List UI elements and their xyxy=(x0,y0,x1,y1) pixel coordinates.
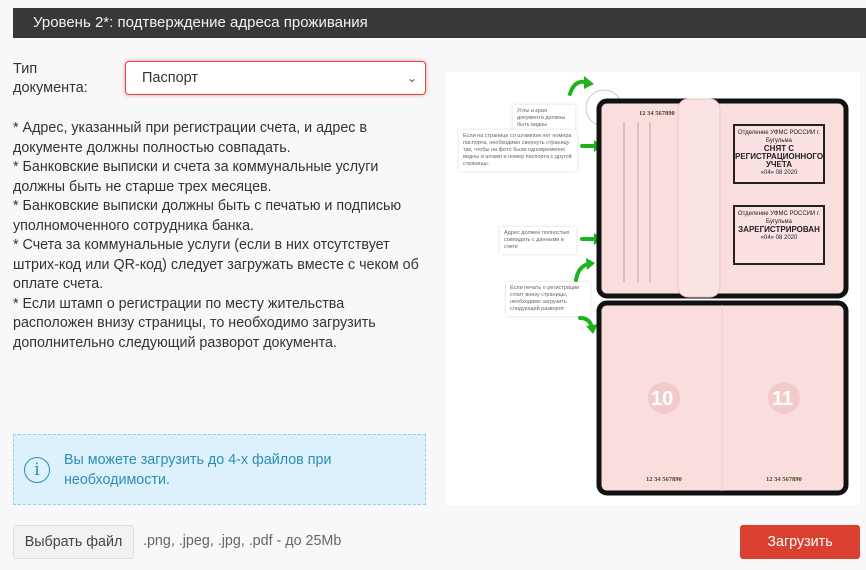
arrows-icon xyxy=(568,76,849,496)
stamp-date: «04» 08 2020 xyxy=(760,170,798,176)
note: * Счета за коммунальные услуги (если в н… xyxy=(13,237,419,292)
note: * Адрес, указанный при регистрации счета… xyxy=(13,120,368,156)
stamp-deregistered: Отделение УФМС РОССИИ г. Бугульма СНЯТ С… xyxy=(733,124,825,184)
stamp-office: Отделение УФМС РОССИИ г. Бугульма xyxy=(737,130,821,144)
page-number: 11 xyxy=(772,388,794,410)
info-icon: i xyxy=(24,456,50,483)
callout: Если на странице со штампом нет номера п… xyxy=(459,130,577,171)
callout: Адрес должен полностью совпадать с данны… xyxy=(500,227,576,254)
passport-example-illustration: Углы и края документа должны быть видны … xyxy=(446,72,860,505)
passport-number: 12 34 567890 xyxy=(646,476,682,483)
page-number: 10 xyxy=(651,388,674,410)
file-format-hint: .png, .jpeg, .jpg, .pdf - до 25Mb xyxy=(143,533,342,549)
callout: Если печать о регистрации стоит внизу ст… xyxy=(506,282,590,316)
doc-type-select[interactable]: Паспорт ⌄ xyxy=(125,61,426,95)
passport-number: 12 34 567890 xyxy=(639,110,675,117)
stamp-date: «04» 08 2020 xyxy=(760,235,798,241)
info-text: Вы можете загрузить до 4-х файлов при не… xyxy=(64,451,332,488)
stamp-title: ЗАРЕГИСТРИРОВАН xyxy=(738,225,820,234)
requirements-notes: * Адрес, указанный при регистрации счета… xyxy=(13,119,428,353)
stamp-registered: Отделение УФМС РОССИИ г. Бугульма ЗАРЕГИ… xyxy=(733,205,825,265)
doc-type-value: Паспорт xyxy=(142,70,199,86)
stamp-office: Отделение УФМС РОССИИ г. Бугульма xyxy=(737,211,821,225)
section-header: Уровень 2*: подтверждение адреса прожива… xyxy=(13,8,866,38)
doc-type-label: Тип документа: xyxy=(13,61,88,96)
section-title: Уровень 2*: подтверждение адреса прожива… xyxy=(33,14,368,31)
chevron-down-icon: ⌄ xyxy=(406,71,417,85)
stamp-title: СНЯТ С РЕГИСТРАЦИОННОГО УЧЕТА xyxy=(735,144,824,169)
note: * Банковские выписки и счета за коммунал… xyxy=(13,159,379,195)
upload-button[interactable]: Загрузить xyxy=(740,525,860,559)
passport-number: 12 34 567890 xyxy=(766,476,802,483)
choose-file-button[interactable]: Выбрать файл xyxy=(13,525,134,559)
note: * Если штамп о регистрации по месту жите… xyxy=(13,295,376,351)
info-box: i Вы можете загрузить до 4-х файлов при … xyxy=(13,434,426,505)
note: * Банковские выписки должны быть с печат… xyxy=(13,198,402,234)
callout: Углы и края документа должны быть видны xyxy=(513,105,575,132)
